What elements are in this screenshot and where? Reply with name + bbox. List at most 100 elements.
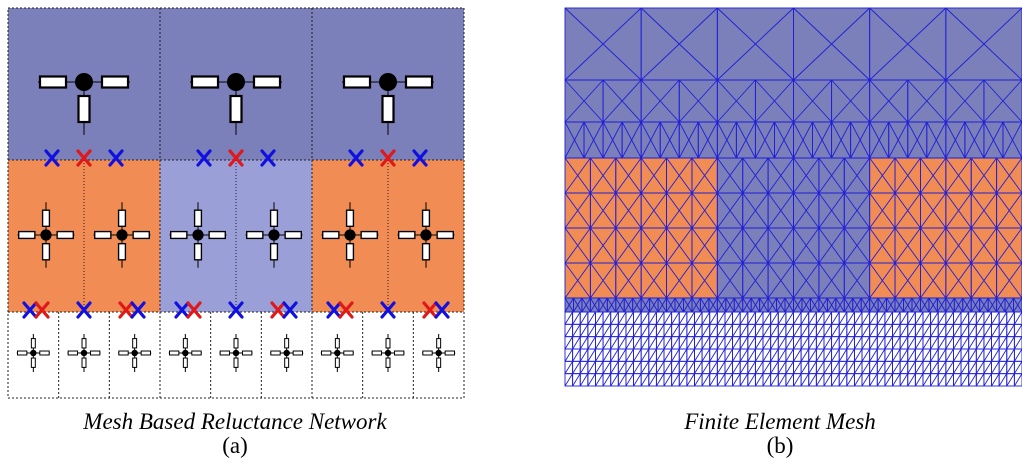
reluctance-element [94,230,112,240]
mesh-diagonal [907,79,947,123]
mesh-diagonal [694,311,703,325]
x-stroke [270,301,286,319]
node-dot [232,349,240,357]
mesh-diagonal [640,227,667,264]
mesh-diagonal [815,336,825,350]
mesh-diagonal [621,121,642,159]
mesh-diagonal [937,361,947,374]
mesh-diagonal [564,361,573,374]
mesh-diagonal [564,79,604,123]
blue-x-marker [412,149,428,167]
reluctance-element [229,94,243,124]
mesh-diagonal [572,311,581,325]
mesh-diagonal [869,348,878,362]
reluctance-element [41,242,51,261]
mesh-diagonal [686,324,695,337]
mesh-diagonal [884,311,893,325]
mesh-diagonal [602,79,642,123]
mesh-diagonal [666,227,693,264]
mesh-diagonal [945,262,972,299]
mesh-diagonal [739,373,749,387]
mesh-diagonal [732,361,741,374]
mesh-diagonal [998,348,1008,362]
reluctance-element [39,350,50,356]
mesh-diagonal [587,336,596,350]
mesh-diagonal [755,348,764,362]
mesh-diagonal [793,227,820,264]
mesh-diagonal [579,348,589,362]
mesh-diagonal [953,348,962,362]
mesh-diagonal [691,262,718,299]
mesh-diagonal [793,311,802,325]
mesh-diagonal [884,348,893,362]
mesh-diagonal [960,311,970,325]
mesh-diagonal [770,336,779,350]
mesh-diagonal [793,192,820,229]
mesh-diagonal [846,373,855,387]
mesh-diagonal [968,373,977,387]
mesh-diagonal [640,262,667,299]
mesh-diagonal [762,324,772,337]
mesh-diagonal [996,227,1022,264]
mesh-diagonal [742,192,769,229]
mesh-diagonal [610,373,619,387]
mesh-diagonal [884,373,893,387]
blue-x-marker [326,301,342,319]
reluctance-element [81,357,87,368]
mesh-diagonal [716,192,744,229]
mesh-diagonal [602,311,612,325]
mesh-diagonal [739,336,749,350]
mesh-diagonal [945,227,972,264]
mesh-diagonal [922,373,931,387]
mesh-diagonal [678,373,688,387]
mesh-diagonal [907,361,916,374]
mesh-diagonal [716,324,726,337]
outer-border [7,7,465,399]
air-node [342,73,434,135]
node-dot [80,349,88,357]
mesh-diagonal [615,192,642,229]
reluctance-element [18,230,36,240]
mesh-diagonal [823,311,832,325]
mesh-diagonal [914,311,924,325]
mesh-diagonal [640,373,650,387]
mesh-diagonal [892,348,901,362]
mesh-diagonal [922,361,931,374]
reluctance-element [117,242,127,261]
mesh-diagonal [793,79,832,123]
reluctance-element [334,338,340,349]
air-gap-node [371,333,405,373]
mesh-diagonal [869,7,947,81]
mesh-diagonal [564,324,573,337]
mesh-diagonal [850,121,871,159]
mesh-diagonal [640,121,661,159]
mesh-diagonal [846,311,855,325]
mesh-diagonal [869,324,878,337]
mesh-diagonal [678,348,688,362]
mesh-diagonal [922,311,931,325]
mesh-diagonal [564,7,642,81]
mesh-diagonal [767,297,777,313]
reluctance-element [81,338,87,349]
reluctance-element [170,230,188,240]
reluctance-network-diagram [7,7,465,399]
mesh-diagonal [815,361,825,374]
mesh-diagonal [846,361,855,374]
mesh-diagonal [671,348,680,362]
mesh-diagonal [777,348,787,362]
mesh-diagonal [691,192,718,229]
mesh-diagonal [894,297,904,313]
mesh-diagonal [617,361,627,374]
mesh-diagonal [953,361,962,374]
mesh-diagonal [983,361,992,374]
mesh-diagonal [767,192,794,229]
mesh-diagonal [701,361,711,374]
mesh-diagonal [930,311,939,325]
mesh-diagonal [983,79,1022,123]
reluctance-element [393,350,405,356]
air-node [38,73,130,135]
mesh-diagonal [755,361,764,374]
mesh-diagonal [742,157,769,194]
mesh-diagonal [1014,336,1022,350]
mesh-diagonal [724,324,733,337]
